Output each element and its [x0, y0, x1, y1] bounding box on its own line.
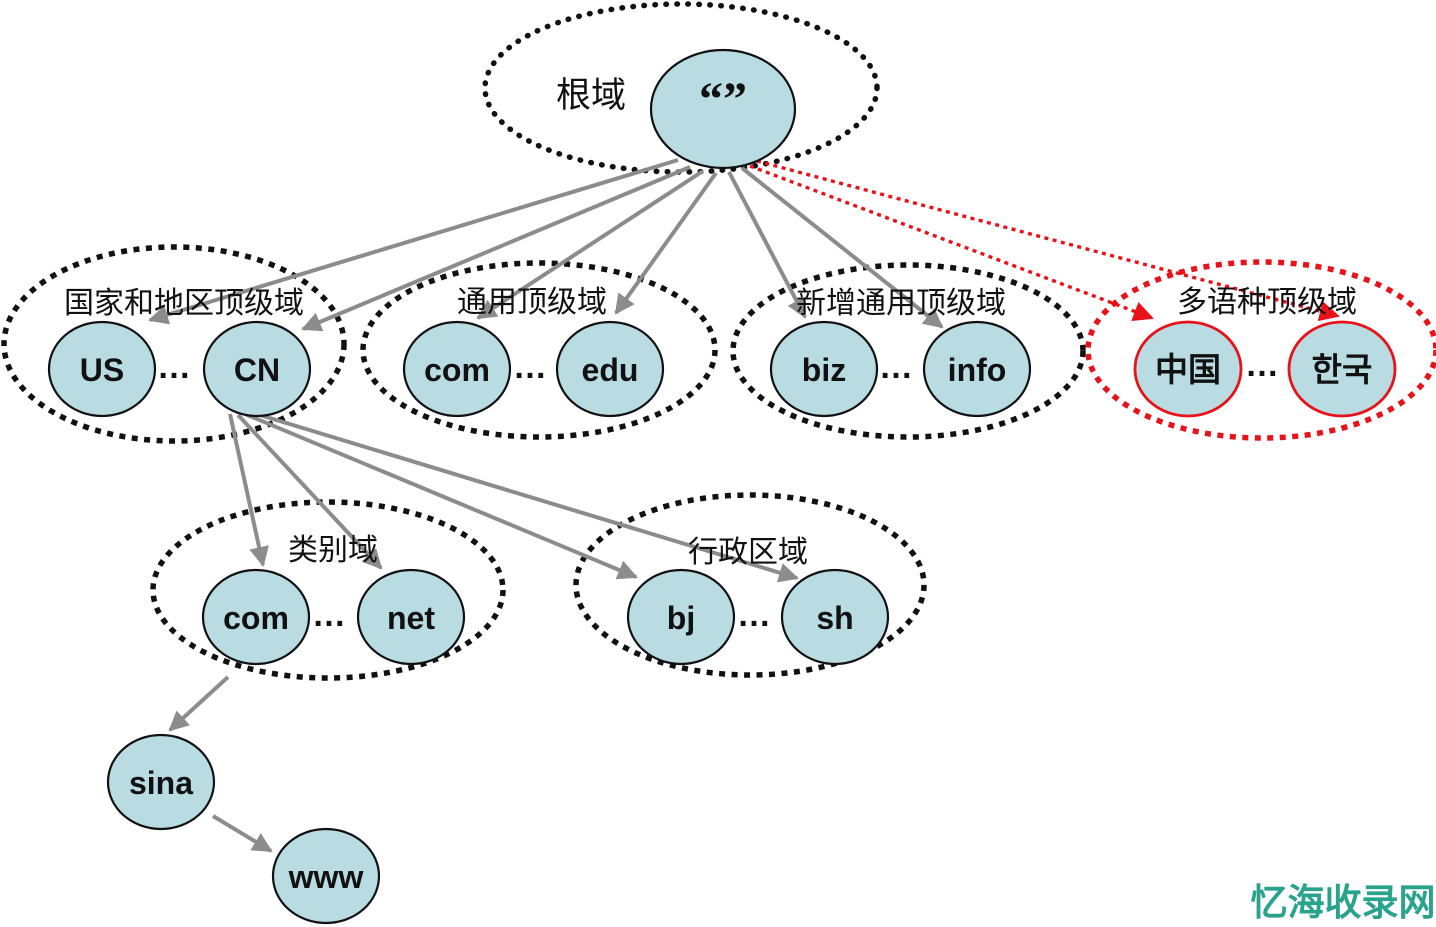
node-net: net	[356, 568, 466, 666]
node-china: 中国	[1133, 320, 1243, 418]
arrow-root-to-edu	[614, 171, 718, 315]
root-group-label: 根域	[556, 76, 626, 115]
category-ellipsis: …	[312, 596, 346, 634]
node-us: US	[47, 320, 157, 418]
node-cn-label: CN	[234, 352, 280, 388]
arrow-cn-to-net	[236, 413, 383, 570]
node-www: www	[271, 827, 381, 925]
arrow-root-to-us	[148, 158, 679, 325]
arrow-cn-to-sh	[249, 410, 799, 583]
country-tld-group-title: 国家和地区顶级域	[64, 287, 304, 320]
arrow-cn-to-bj	[244, 412, 638, 580]
new-generic-tld-group-title: 新增通用顶级域	[796, 287, 1006, 320]
node-www-label: www	[288, 859, 364, 895]
arrow-sina-to-www	[211, 814, 273, 853]
node-com-tld-label: com	[424, 352, 490, 388]
node-sh: sh	[780, 568, 890, 666]
new-generic-tld-group-ellipse	[730, 262, 1086, 440]
multilingual-tld-group-title: 多语种顶级域	[1177, 286, 1357, 319]
node-sina-label: sina	[129, 765, 193, 801]
node-root: “”	[649, 48, 797, 170]
multilingual-ellipsis: …	[1245, 346, 1279, 384]
node-china-label: 中国	[1155, 352, 1221, 389]
node-info-label: info	[948, 352, 1007, 388]
new-generic-ellipsis: …	[879, 348, 913, 386]
category-group-title: 类别域	[288, 534, 378, 567]
node-sina: sina	[106, 733, 216, 831]
generic-tld-group-ellipse	[360, 260, 718, 440]
node-biz-label: biz	[802, 352, 846, 388]
arrow-root-to-korea	[756, 159, 1340, 322]
node-us-label: US	[80, 352, 124, 388]
node-cn: CN	[202, 320, 312, 418]
arrow-root-to-info	[740, 166, 944, 329]
node-edu: edu	[555, 320, 665, 418]
admin-region-group-title: 行政区域	[688, 536, 808, 569]
country-tld-group-ellipse	[1, 244, 347, 444]
node-bj: bj	[626, 568, 736, 666]
root-node-label: “”	[699, 73, 747, 126]
node-info: info	[922, 320, 1032, 418]
generic-tld-group-title: 通用顶级域	[457, 286, 607, 319]
arrow-cn-to-com	[228, 413, 269, 567]
arrow-root-to-com	[476, 169, 705, 320]
node-edu-label: edu	[582, 352, 639, 388]
node-sh-label: sh	[816, 600, 853, 636]
node-net-label: net	[387, 600, 435, 636]
watermark: 忆海收录网	[1251, 882, 1436, 923]
node-biz: biz	[769, 320, 879, 418]
node-korea-label: 한국	[1312, 352, 1373, 389]
node-korea: 한국	[1287, 320, 1397, 418]
admin-region-ellipsis: …	[737, 596, 771, 634]
node-com-cn-label: com	[223, 600, 289, 636]
arrow-root-to-biz	[727, 171, 807, 319]
generic-ellipsis: …	[513, 348, 547, 386]
arrow-root-to-cn	[301, 165, 691, 332]
arrow-com-to-sina	[168, 675, 230, 732]
category-domain-group-ellipse	[150, 499, 506, 681]
node-com-cn: com	[201, 568, 311, 666]
node-bj-label: bj	[667, 600, 695, 636]
node-com-tld: com	[402, 320, 512, 418]
country-ellipsis: …	[157, 348, 191, 386]
arrow-root-to-china	[749, 164, 1154, 322]
admin-region-group-ellipse	[573, 492, 927, 678]
